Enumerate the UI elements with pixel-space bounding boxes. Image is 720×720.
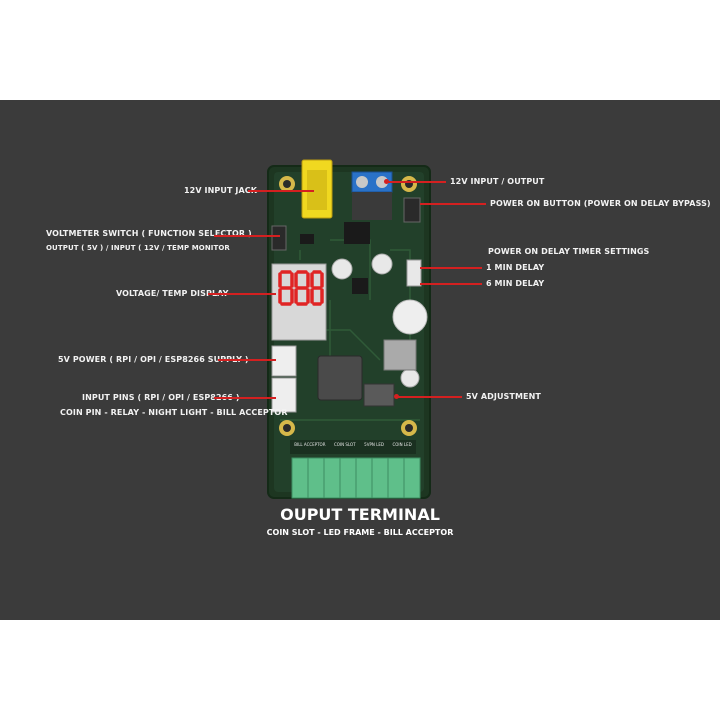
leader-display bbox=[208, 293, 276, 295]
leader-dot bbox=[394, 394, 399, 399]
output-terminal-title: OUPUT TERMINAL bbox=[280, 505, 440, 524]
leader-voltmeter-switch bbox=[214, 235, 280, 237]
label-voltmeter-switch-sub: OUTPUT ( 5V ) / INPUT ( 12V / TEMP MONIT… bbox=[46, 244, 230, 252]
leader-input-output bbox=[388, 181, 446, 183]
silk-label: COIN LED bbox=[392, 442, 412, 447]
voltmeter-switch bbox=[271, 225, 287, 251]
large-capacitor bbox=[392, 299, 428, 335]
label-5v-power: 5V POWER ( RPI / OPI / ESP8266 SUPPLY ) bbox=[58, 355, 249, 364]
label-voltmeter-switch: VOLTMETER SWITCH ( FUNCTION SELECTOR ) bbox=[46, 229, 252, 238]
leader-1min bbox=[420, 267, 482, 269]
output-terminal-subtitle: COIN SLOT - LED FRAME - BILL ACCEPTOR bbox=[266, 528, 454, 537]
leader-5v-power bbox=[218, 359, 276, 361]
screw-terminal bbox=[351, 171, 393, 220]
label-delay-settings: POWER ON DELAY TIMER SETTINGS bbox=[488, 247, 650, 256]
label-6min-delay: 6 MIN DELAY bbox=[486, 279, 545, 288]
ic-chip bbox=[344, 222, 370, 244]
power-on-button bbox=[403, 197, 421, 223]
label-power-on-button: POWER ON BUTTON (POWER ON DELAY BYPASS) bbox=[490, 199, 711, 208]
input-pin-header bbox=[271, 377, 297, 413]
leader-power-on-button bbox=[420, 203, 486, 205]
board-surface bbox=[274, 172, 424, 492]
label-1min-delay: 1 MIN DELAY bbox=[486, 263, 545, 272]
label-input-pins: INPUT PINS ( RPI / OPI / ESP8266 ) bbox=[82, 393, 240, 402]
label-input-jack: 12V INPUT JACK bbox=[184, 186, 258, 195]
leader-5v-adjustment bbox=[398, 396, 462, 398]
input-jack bbox=[301, 159, 333, 219]
leader-dot bbox=[384, 179, 389, 184]
silk-label-row: BILL ACCEPTOR COIN SLOT 5VPN LED COIN LE… bbox=[290, 442, 416, 447]
output-terminal-block bbox=[291, 457, 421, 499]
silk-label: BILL ACCEPTOR bbox=[294, 442, 326, 447]
leader-input-jack bbox=[248, 190, 314, 192]
silk-label: COIN SLOT bbox=[334, 442, 356, 447]
inductor bbox=[317, 355, 363, 401]
leader-6min bbox=[420, 283, 482, 285]
silk-label: 5VPN LED bbox=[364, 442, 384, 447]
label-display: VOLTAGE/ TEMP DISPLAY bbox=[116, 289, 229, 298]
capacitor bbox=[331, 258, 353, 280]
power-5v-header bbox=[271, 345, 297, 377]
leader-input-pins bbox=[214, 397, 276, 399]
label-input-output: 12V INPUT / OUTPUT bbox=[450, 177, 545, 186]
mounting-holes bbox=[279, 176, 417, 436]
label-input-pins-sub: COIN PIN - RELAY - NIGHT LIGHT - BILL AC… bbox=[60, 408, 288, 417]
potentiometer bbox=[363, 383, 395, 407]
seven-segment-display bbox=[271, 263, 327, 341]
delay-header bbox=[406, 259, 422, 287]
label-5v-adjustment: 5V ADJUSTMENT bbox=[466, 392, 541, 401]
regulator bbox=[383, 339, 417, 371]
